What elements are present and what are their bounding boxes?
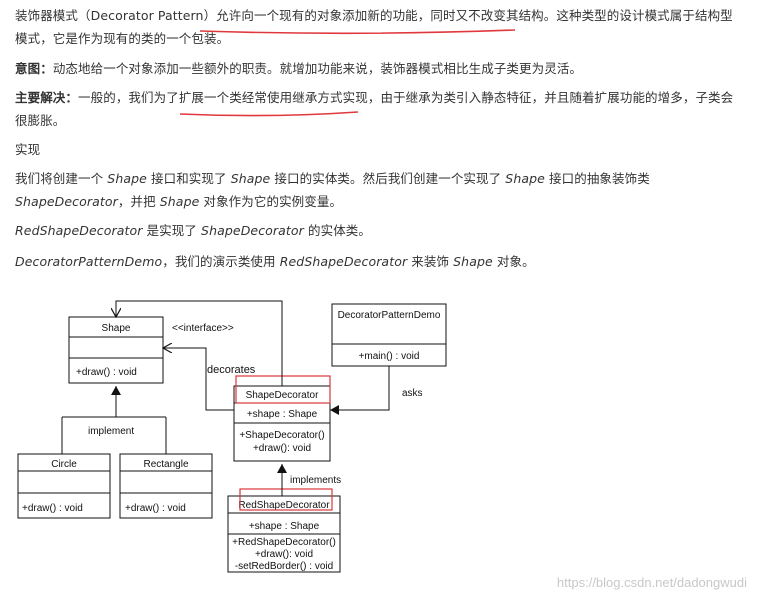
rectangle-class-name: Rectangle	[143, 459, 188, 470]
demo-class-name: DecoratorPatternDemo	[338, 310, 441, 321]
decorates-label: decorates	[207, 364, 256, 376]
impl-text: 我们将创建一个	[15, 171, 108, 186]
shape-class-name: Shape	[102, 323, 131, 334]
paragraph-text: 对象。	[492, 254, 535, 269]
intro-underlined-text: 允许向一个现有的对象添加新的功能，同时又不改变其结构。	[216, 8, 557, 23]
impl-class-name: Shape	[230, 171, 271, 186]
impl-text: 接口的抽象装饰类	[544, 171, 650, 186]
impl-text: 接口的实体类。然后我们创建一个实现了	[270, 171, 506, 186]
decorator-to-shape-arrow	[116, 300, 283, 386]
shape-method: +draw() : void	[76, 367, 137, 378]
problem-underlined-text: 扩展一个类经常使用继承方式实现，	[178, 90, 381, 105]
implements-label: implements	[290, 475, 341, 486]
shape-decorator-class-box: ShapeDecorator +shape : Shape +ShapeDeco…	[233, 385, 331, 462]
intro-text-a: 装饰器模式（Decorator Pattern）	[15, 8, 217, 23]
red-highlight-box	[239, 488, 333, 511]
implementation-paragraph: 我们将创建一个 Shape 接口和实现了 Shape 接口的实体类。然后我们创建…	[15, 167, 740, 213]
demo-class-box: DecoratorPatternDemo +main() : void	[331, 303, 447, 367]
class-name: ShapeDecorator	[201, 223, 304, 238]
class-name: Shape	[453, 254, 493, 269]
red-shape-decorator-class-box: RedShapeDecorator +shape : Shape +RedSha…	[227, 495, 341, 573]
shape-decorator-name: ShapeDecorator	[246, 390, 319, 401]
impl-class-name: ShapeDecorator	[15, 194, 118, 209]
asks-label: asks	[402, 388, 423, 399]
red-decorator-name: RedShapeDecorator	[238, 500, 330, 511]
red-decorator-draw: +draw(): void	[255, 549, 313, 560]
red-decorator-setredborder: -setRedBorder() : void	[235, 561, 333, 572]
intent-paragraph: 意图：动态地给一个对象添加一些额外的职责。就增加功能来说，装饰器模式相比生成子类…	[15, 57, 740, 80]
class-name: DecoratorPatternDemo	[15, 254, 163, 269]
class-name: RedShapeDecorator	[15, 223, 143, 238]
asks-arrow	[330, 366, 390, 415]
intent-label: 意图：	[15, 61, 53, 76]
rectangle-method: +draw() : void	[125, 503, 186, 514]
circle-class-box: Circle +draw() : void	[17, 453, 111, 519]
problem-paragraph: 主要解决：一般的，我们为了扩展一个类经常使用继承方式实现，由于继承为类引入静态特…	[15, 86, 740, 132]
impl-text: 接口和实现了	[146, 171, 231, 186]
watermark: https://blog.csdn.net/dadongwudi	[556, 575, 747, 590]
red-decorator-paragraph: RedShapeDecorator 是实现了 ShapeDecorator 的实…	[15, 219, 740, 242]
paragraph-text: 来装饰	[407, 254, 454, 269]
implement-connector	[61, 386, 167, 454]
intro-text-b: 这种类型的设计模式属于结构型模式，它是作为现有的类的一个包装。	[15, 8, 733, 46]
shape-decorator-draw: +draw(): void	[253, 443, 311, 454]
paragraph-text: ，我们的演示类使用	[162, 254, 280, 269]
problem-text-b: 由于继承为类引入静态特征，并且随着扩展功能的增多，子类会很膨胀。	[15, 90, 734, 128]
rectangle-class-box: Rectangle +draw() : void	[119, 453, 213, 519]
circle-method: +draw() : void	[22, 503, 83, 514]
intent-text: 动态地给一个对象添加一些额外的职责。就增加功能来说，装饰器模式相比生成子类更为灵…	[52, 61, 583, 76]
red-decorator-attr: +shape : Shape	[249, 521, 320, 532]
paragraph-text: 是实现了	[142, 223, 202, 238]
shape-decorator-constructor: +ShapeDecorator()	[239, 430, 324, 441]
impl-text: ，并把	[117, 194, 160, 209]
shape-decorator-attr: +shape : Shape	[247, 409, 318, 420]
shape-class-box: Shape +draw() : void	[68, 316, 164, 384]
red-decorator-constructor: +RedShapeDecorator()	[232, 537, 336, 548]
class-name: RedShapeDecorator	[279, 254, 408, 269]
interface-stereotype: <<interface>>	[172, 323, 234, 334]
paragraph-text: 的实体类。	[303, 223, 371, 238]
red-highlight-box	[235, 375, 331, 404]
circle-class-name: Circle	[51, 459, 77, 470]
impl-class-name: Shape	[107, 171, 147, 186]
implement-label: implement	[88, 426, 134, 437]
demo-paragraph: DecoratorPatternDemo，我们的演示类使用 RedShapeDe…	[15, 250, 740, 273]
impl-text: 对象作为它的实例变量。	[199, 194, 343, 209]
problem-label: 主要解决：	[15, 90, 79, 105]
impl-class-name: Shape	[505, 171, 545, 186]
uml-class-diagram: Shape +draw() : void <<interface>> Circl…	[17, 300, 447, 573]
problem-text-a: 一般的，我们为了	[78, 90, 179, 105]
demo-method: +main() : void	[359, 351, 420, 362]
implementation-heading: 实现	[15, 142, 41, 157]
impl-class-name: Shape	[159, 194, 200, 209]
decorates-arrow	[163, 348, 234, 411]
intro-paragraph: 装饰器模式（Decorator Pattern）允许向一个现有的对象添加新的功能…	[15, 4, 740, 50]
